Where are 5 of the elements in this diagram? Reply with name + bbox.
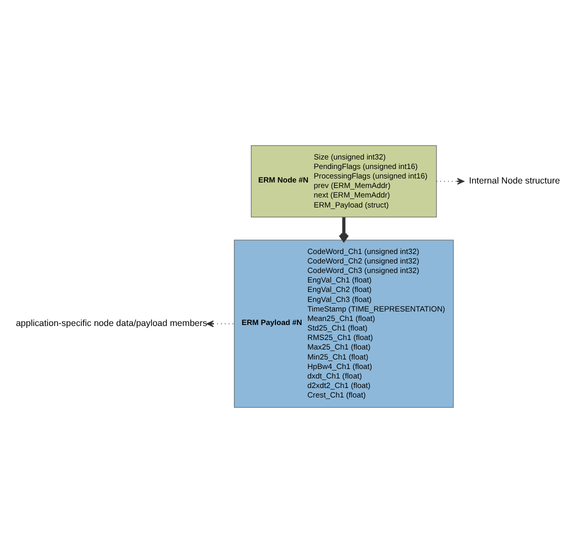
node-text: application-specific node data/payload members xyxy=(16,318,208,328)
arrow xyxy=(206,320,235,327)
arrow xyxy=(436,177,464,184)
arrow xyxy=(338,216,350,242)
node-text: Internal Node structure xyxy=(469,175,560,186)
